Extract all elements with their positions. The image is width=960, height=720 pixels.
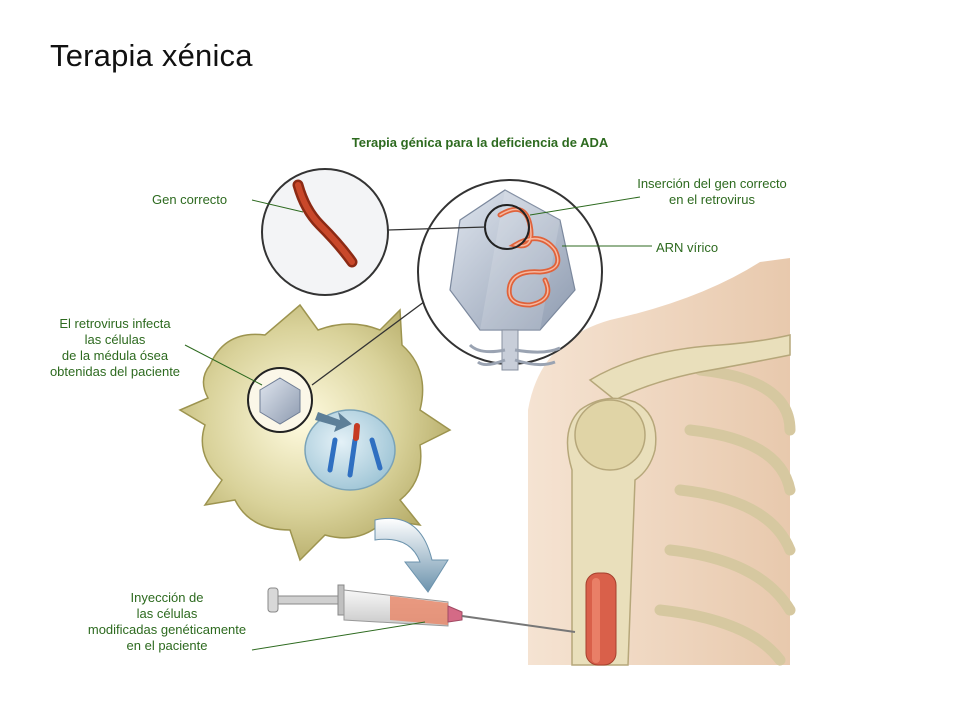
marrow-cell <box>178 303 452 562</box>
label-line: en el paciente <box>126 638 208 653</box>
label-infects: El retrovirus infecta las células de la … <box>30 316 200 380</box>
label-line: en el retrovirus <box>669 192 755 207</box>
syringe <box>267 584 576 633</box>
label-injection: Inyección de las células modificadas gen… <box>62 590 272 654</box>
label-line: Inserción del gen correcto <box>637 176 787 191</box>
label-line: Gen correcto <box>152 192 228 207</box>
figure-title: Terapia génica para la deficiencia de AD… <box>351 135 609 150</box>
label-line: ARN vírico <box>656 240 719 255</box>
label-line: modificadas genéticamente <box>87 622 247 637</box>
leader-lines <box>184 196 652 651</box>
shoulder-illustration <box>528 258 796 666</box>
label-correct-gene: Gen correcto <box>152 192 227 208</box>
page-title: Terapia xénica <box>50 38 253 73</box>
label-line: Inyección de <box>130 590 204 605</box>
label-line: de la médula ósea <box>61 348 169 363</box>
label-line: las células <box>136 606 198 621</box>
label-insertion: Inserción del gen correcto en el retrovi… <box>612 176 812 208</box>
magnified-retrovirus <box>417 179 603 371</box>
label-line: las células <box>84 332 146 347</box>
label-viral-rna: ARN vírico <box>656 240 718 256</box>
flow-arrow <box>374 517 449 593</box>
label-line: obtenidas del paciente <box>49 364 181 379</box>
correct-gene <box>261 168 389 296</box>
label-line: El retrovirus infecta <box>59 316 171 331</box>
